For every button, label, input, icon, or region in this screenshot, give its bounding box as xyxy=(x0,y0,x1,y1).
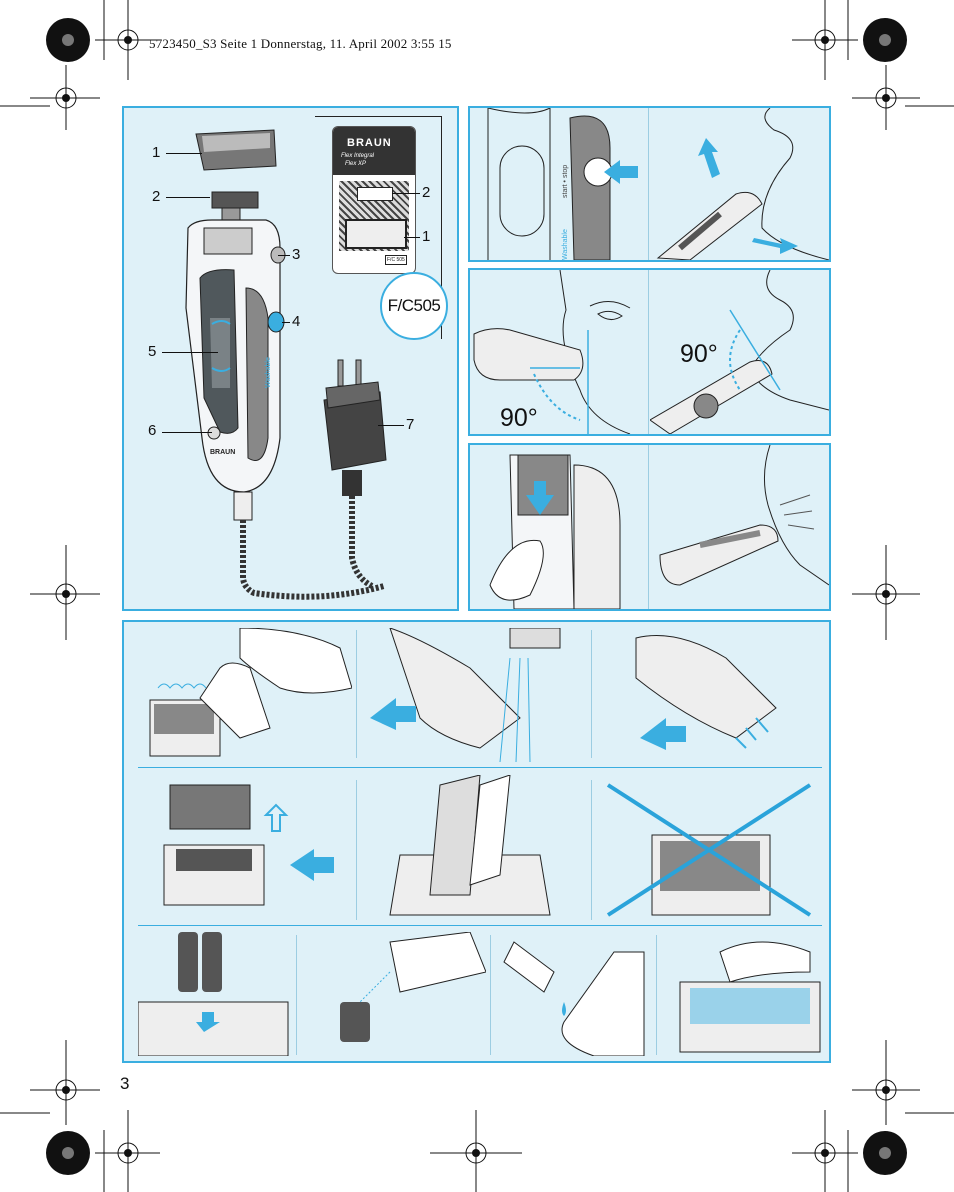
page-number: 3 xyxy=(120,1074,130,1093)
trimmer-extend-illustration xyxy=(489,454,621,609)
stretch-skin-illustration xyxy=(656,108,829,260)
package-line2: Flex XP xyxy=(345,161,367,167)
replacement-code-badge: F/C505 xyxy=(380,272,448,340)
print-header: 5723450_S3 Seite 1 Donnerstag, 11. April… xyxy=(149,36,452,51)
switch-label: start • stop xyxy=(562,165,569,198)
package-line1: Flex Integral xyxy=(341,153,375,159)
callout-5: 5 xyxy=(148,343,157,360)
remove-foil-illustration xyxy=(163,784,334,906)
svg-text:Washable: Washable xyxy=(265,357,272,388)
package-brand: BRAUN xyxy=(347,137,392,149)
trimmer-angle-illustration xyxy=(473,270,631,434)
angle-label-right: 90° xyxy=(680,340,718,368)
callout-6: 6 xyxy=(148,422,157,439)
cleaning-rinse-illustration xyxy=(370,628,561,762)
angle-label-left: 90° xyxy=(500,404,538,432)
svg-text:BRAUN: BRAUN xyxy=(210,449,235,456)
shaving-angle-illustration xyxy=(650,270,829,434)
model-label: Washable xyxy=(562,229,569,260)
shaver-illustration: BRAUN Washable xyxy=(185,129,387,600)
oil-drop-illustration xyxy=(503,941,645,1056)
package-code: F/C 505 xyxy=(385,255,407,265)
package-frame xyxy=(315,116,442,339)
do-not-brush-foil-illustration xyxy=(606,783,812,917)
callout-1: 1 xyxy=(152,144,161,161)
remove-cutter-illustration xyxy=(138,932,289,1056)
switch-on-illustration: start • stop Washable xyxy=(487,108,638,260)
callout-7: 7 xyxy=(406,416,415,433)
package-callout-1: 1 xyxy=(422,228,431,245)
callout-2: 2 xyxy=(152,188,161,205)
cleaning-shake-illustration xyxy=(635,635,777,750)
trimmer-sideburn-illustration xyxy=(659,445,829,586)
callout-4: 4 xyxy=(292,313,301,330)
lubricate-cutter-illustration xyxy=(340,932,486,1042)
brush-cutter-illustration xyxy=(389,775,551,916)
callout-3: 3 xyxy=(292,246,301,263)
replacement-package: BRAUN Flex Integral Flex XP F/C 505 xyxy=(332,126,416,274)
cleaning-spray-illustration xyxy=(149,628,352,757)
apply-oil-illustration xyxy=(679,941,821,1053)
package-callout-2: 2 xyxy=(422,184,431,201)
